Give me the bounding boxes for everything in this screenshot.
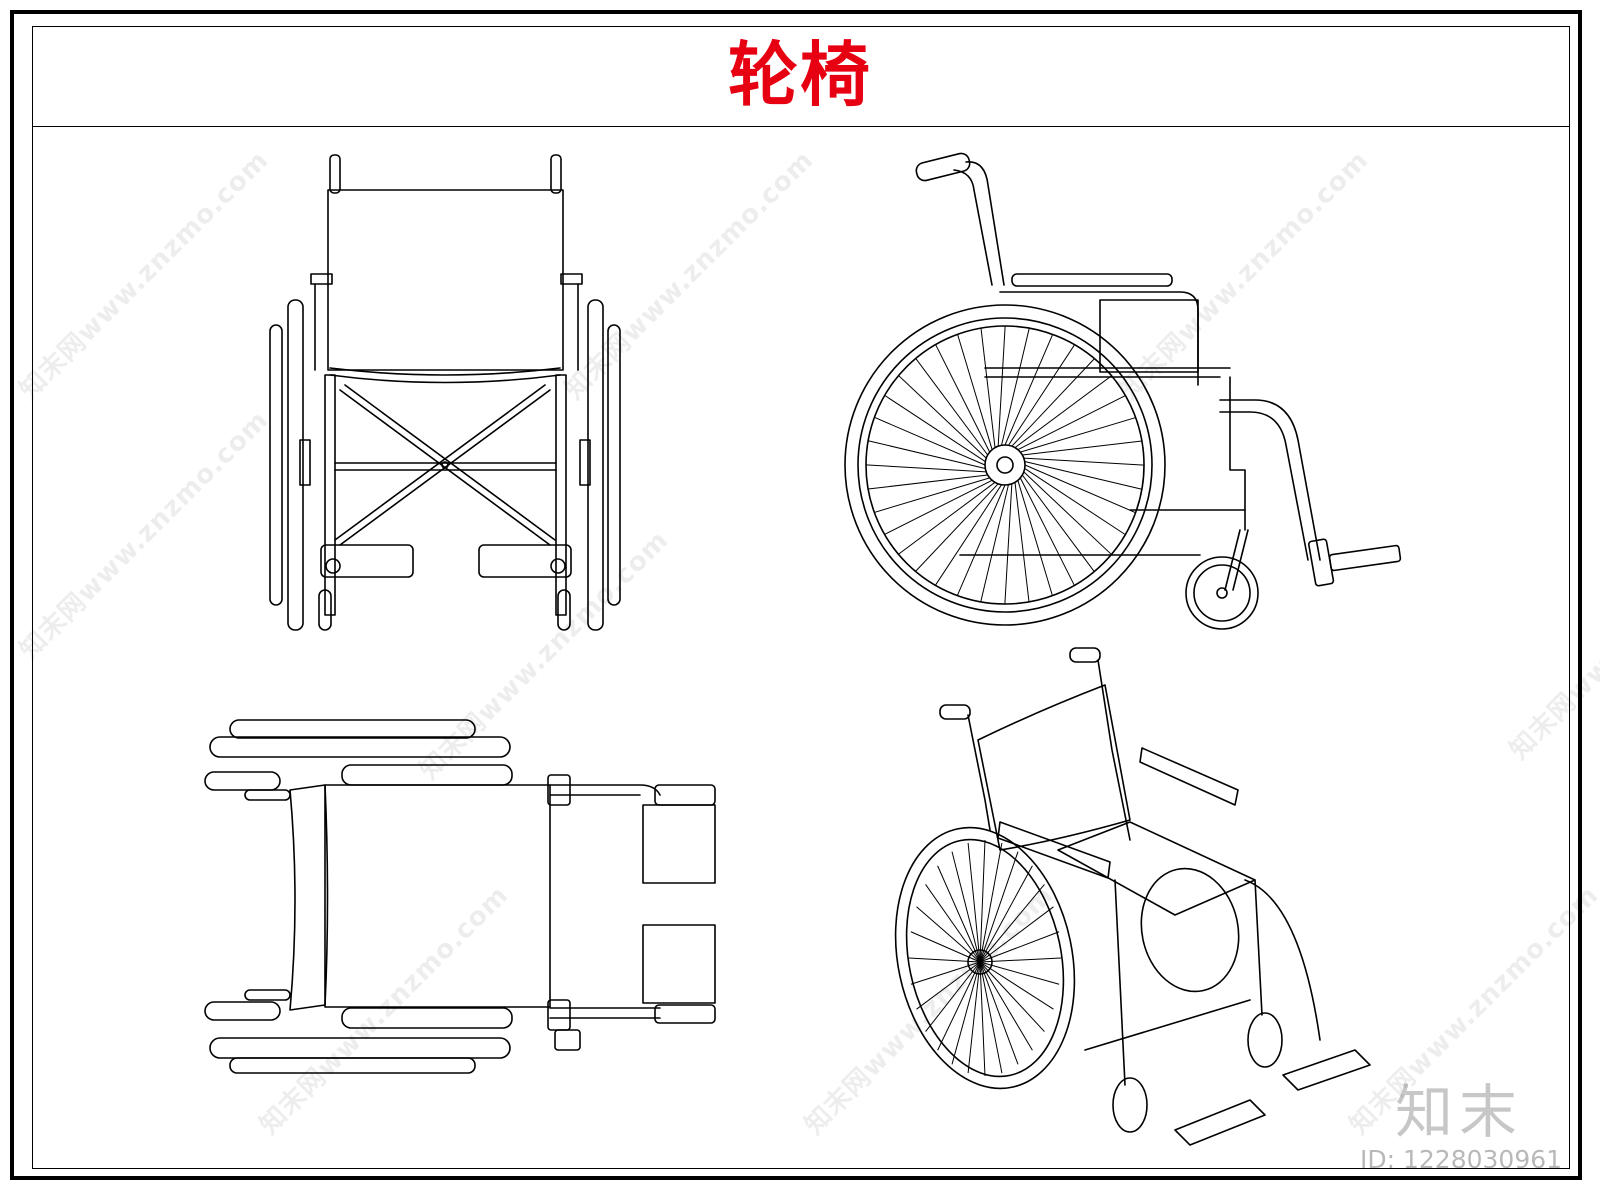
isometric-view [894, 647, 1371, 1146]
wheel-spoke [1004, 483, 1013, 605]
wheel-spoke [910, 931, 981, 963]
wheel-spoke [967, 961, 981, 1074]
top-view [204, 719, 716, 1074]
wheel-spoke [1024, 461, 1142, 490]
wheel-spoke [898, 375, 987, 459]
wheel-spoke [979, 842, 1003, 963]
wheel-spoke [1024, 468, 1126, 536]
wheel-spoke [979, 961, 1019, 1065]
wheel-spoke [1023, 457, 1145, 466]
wheel-spoke [979, 839, 986, 963]
wheel-spoke [979, 961, 1003, 1074]
wheel-spoke [916, 961, 981, 1010]
wheel-spoke [979, 961, 1045, 1032]
wheel-spoke [1024, 464, 1136, 514]
wheel-spoke [979, 884, 1045, 963]
wheel-spoke [1019, 477, 1075, 586]
wheel-spoke [1014, 375, 1112, 449]
wheel-spoke [951, 851, 981, 963]
title-divider [32, 126, 1570, 127]
wheel-spoke [934, 484, 1002, 586]
wheel-spoke [957, 334, 993, 450]
drawing-title: 轮椅 [728, 33, 872, 116]
wheel-spoke [868, 440, 986, 469]
wheel-spoke [925, 884, 981, 963]
watermark-logo: 知末 [1395, 1078, 1524, 1146]
wheel-spoke [1022, 440, 1142, 456]
wheel-spoke [980, 328, 996, 448]
wheel-spoke [865, 464, 987, 473]
wheel-spoke [1021, 474, 1095, 572]
wheel-spoke [979, 865, 1033, 963]
wheel-spoke [1020, 417, 1136, 453]
wheel-spoke [1017, 480, 1053, 596]
front-view [269, 154, 621, 631]
wheel-spoke [915, 358, 989, 456]
wheel-spoke [1008, 344, 1076, 446]
wheel-spoke [979, 851, 1019, 963]
wheel-spoke [874, 477, 990, 513]
wheel-spoke [908, 957, 981, 963]
wheel-spoke [874, 416, 986, 466]
wheel-spoke [915, 483, 999, 572]
wheel-spoke [1023, 471, 1112, 555]
wheel-spoke [1014, 482, 1030, 602]
wheel-spoke [884, 394, 986, 462]
wheel-spoke [910, 961, 981, 985]
wheel-spoke [979, 961, 986, 1077]
side-view [844, 152, 1402, 630]
wheel-spoke [884, 479, 993, 535]
inner-frame [32, 26, 1570, 1169]
wheel-spoke [868, 474, 988, 490]
wheel-spoke [979, 906, 1054, 963]
wheel-spoke [979, 961, 1054, 1010]
wheel-spoke [979, 957, 1062, 963]
wheel-spoke [898, 481, 996, 555]
wheel-spoke [979, 961, 1033, 1051]
wheel-spoke [935, 344, 991, 453]
wheel-spoke [979, 931, 1060, 963]
wheel-spoke [1001, 328, 1030, 446]
wheel-spoke [937, 961, 981, 1051]
wheel-spoke [980, 484, 1009, 602]
wheel-spoke [979, 961, 1060, 985]
wheel-spoke [925, 961, 981, 1032]
wheel-spoke [951, 961, 981, 1065]
wheel-spoke [1011, 358, 1095, 447]
wheel-spoke [1017, 395, 1126, 451]
wheel-spoke [967, 842, 981, 963]
wheel-spoke [937, 865, 981, 963]
wheel-spoke [997, 325, 1006, 447]
wheel-spoke [916, 906, 981, 963]
outer-frame [10, 10, 1582, 1180]
wheel-spoke [956, 484, 1006, 596]
image-id-label: ID: 1228030961 [1360, 1145, 1563, 1174]
wheel-spoke [1004, 334, 1054, 446]
